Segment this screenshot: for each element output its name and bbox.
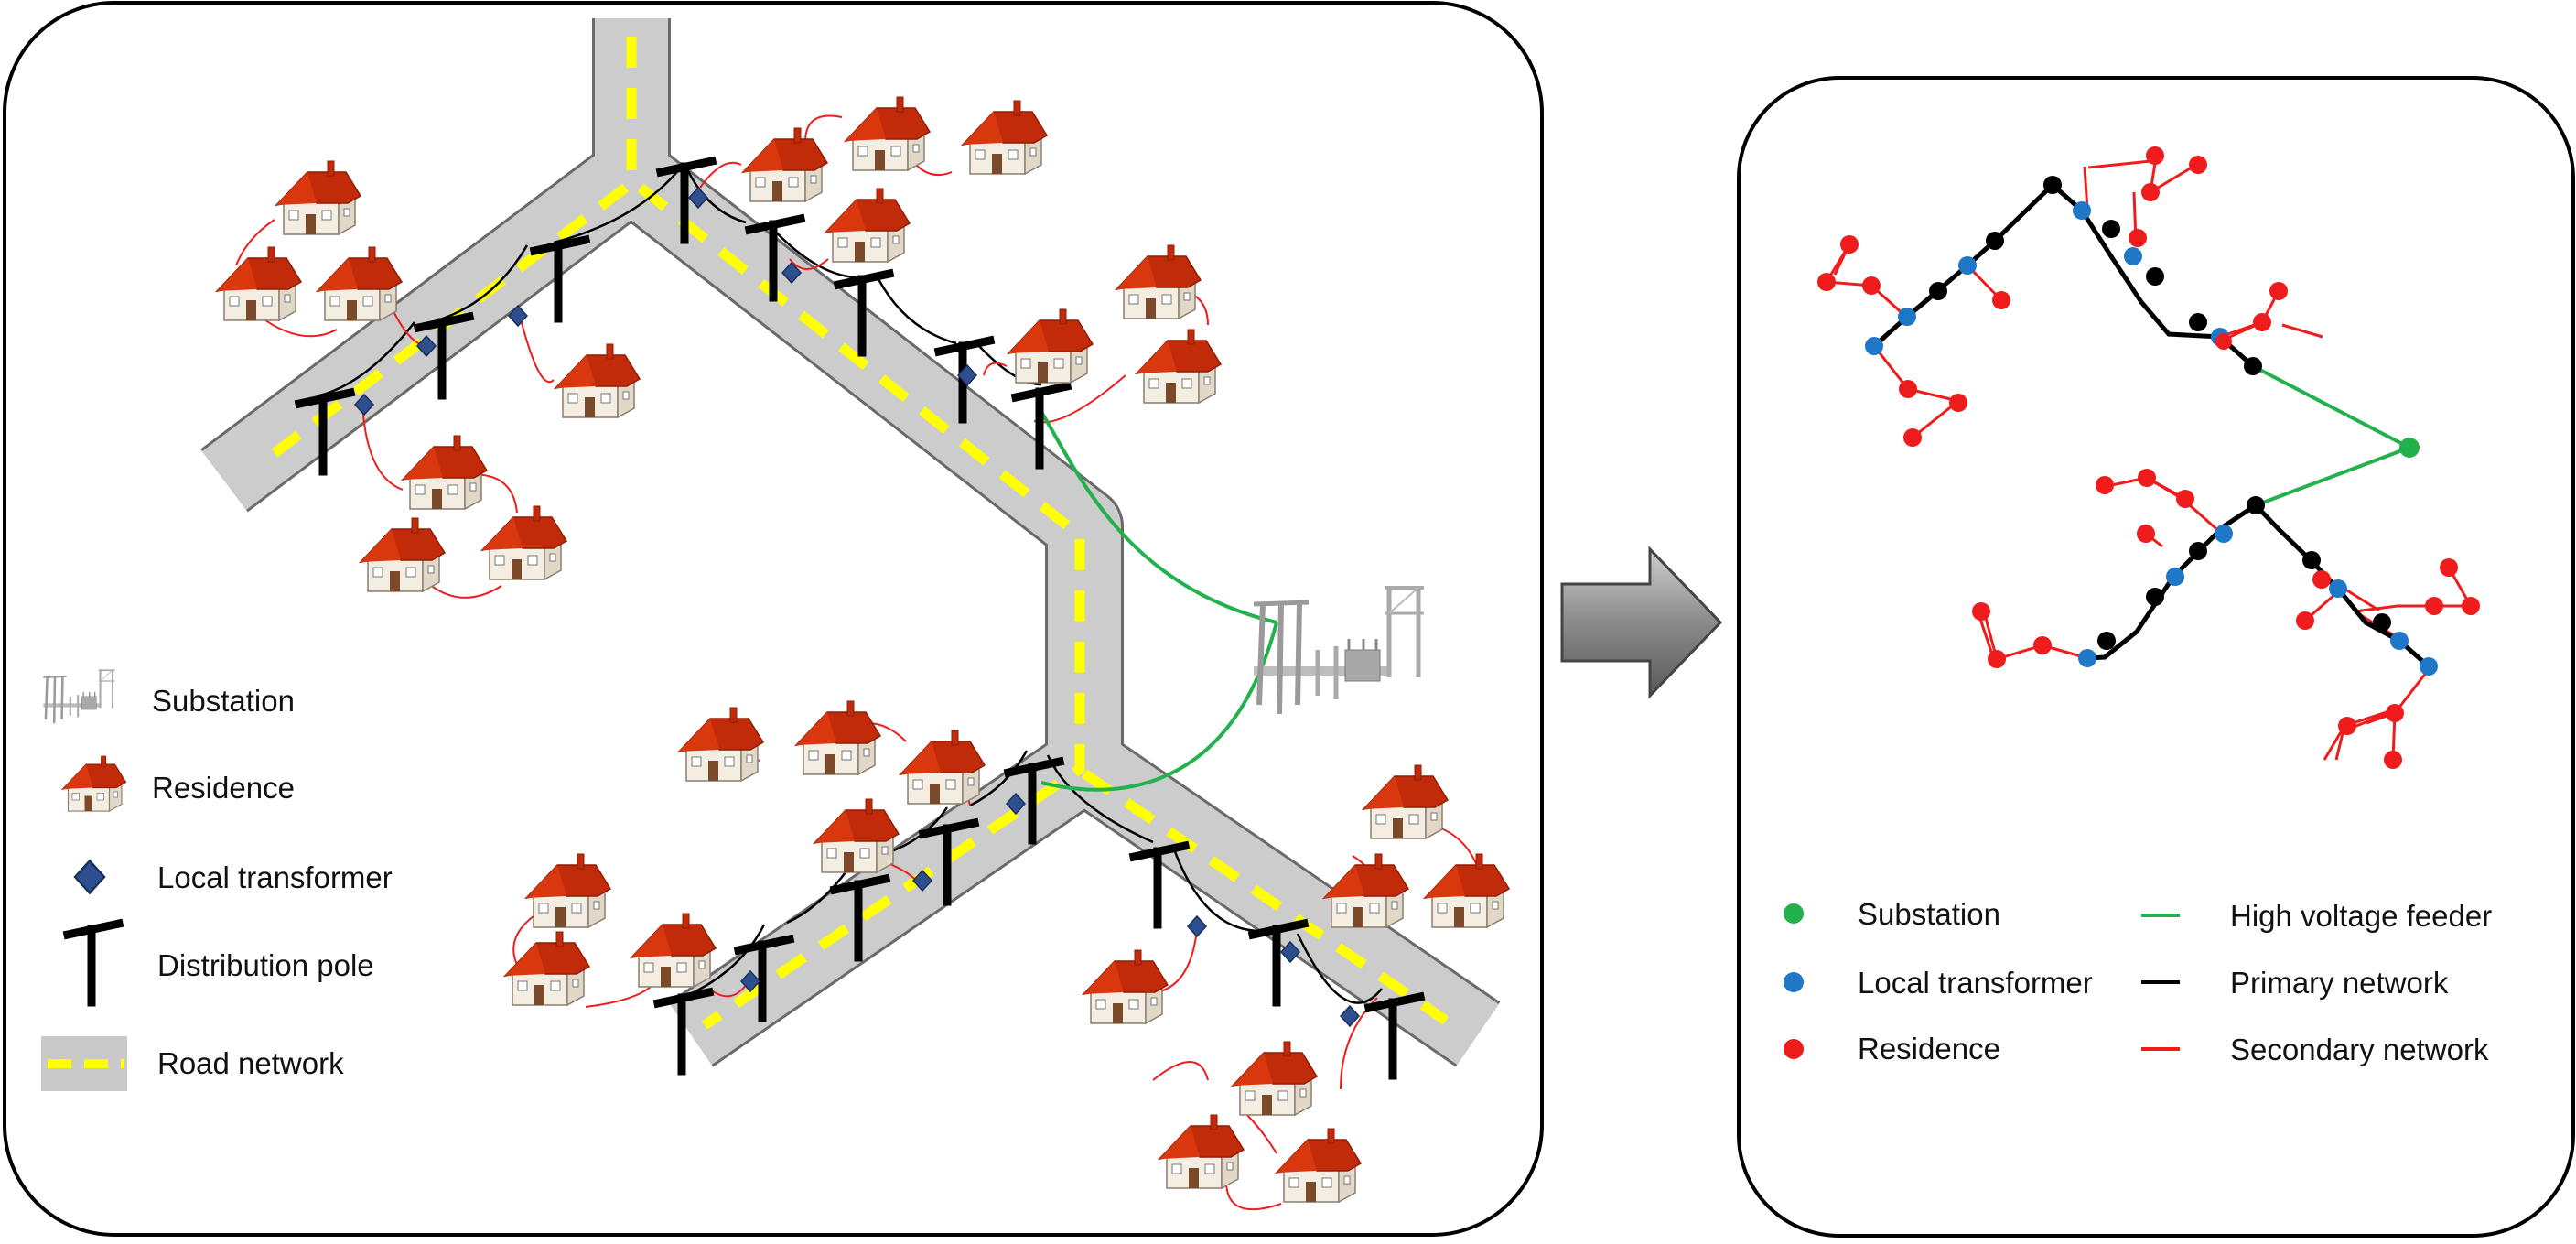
transformer-node <box>2390 632 2409 650</box>
right-panel-frame <box>1737 76 2575 1238</box>
transformer-node <box>2124 247 2142 265</box>
transformer-node <box>2215 525 2233 543</box>
right-legend: Substation Local transformer Residence H… <box>1784 897 2492 1066</box>
residence-node <box>2296 611 2314 630</box>
transformer-node <box>1865 337 1883 355</box>
primary-node <box>2373 613 2391 632</box>
primary-node <box>2097 632 2116 650</box>
rlegend-secondary-label: Secondary network <box>2230 1033 2489 1066</box>
residence-node <box>1840 235 1859 254</box>
left-legend: Substation Residence Local transformer D… <box>41 668 393 1091</box>
rlegend-residence-label: Residence <box>1858 1032 2000 1066</box>
residence-node <box>2338 717 2356 735</box>
residence-node <box>2137 525 2155 543</box>
transformer-node <box>1898 308 1916 326</box>
residence-node <box>2425 597 2443 615</box>
legend-transformer-label: Local transformer <box>157 860 393 894</box>
primary-node <box>2043 176 2062 194</box>
substation-node <box>2399 438 2420 458</box>
residence-node <box>2253 313 2271 331</box>
residence-node <box>1988 650 2006 668</box>
residence-node <box>2215 333 2232 350</box>
residence-node <box>2033 636 2052 654</box>
legend-residence-label: Residence <box>152 771 295 805</box>
residence-node <box>2269 282 2288 300</box>
primary-node <box>2189 542 2207 560</box>
residence-node <box>2312 570 2331 589</box>
residence-node <box>2462 597 2480 615</box>
primary-node <box>1929 282 1947 300</box>
residence-node <box>2386 704 2404 722</box>
primary-node <box>2146 267 2164 286</box>
transformer-legend-icon <box>1784 972 1804 992</box>
residence-node <box>2189 156 2207 174</box>
right-arrow-icon <box>1560 546 1723 699</box>
residence-node <box>1899 380 1917 398</box>
legend-substation-label: Substation <box>152 684 295 718</box>
residence-node <box>2138 469 2156 487</box>
residence-node <box>1862 276 1881 295</box>
residence-node <box>1992 291 2010 309</box>
primary-node <box>2102 220 2120 238</box>
legend-pole-label: Distribution pole <box>157 948 374 982</box>
rlegend-primary-label: Primary network <box>2230 966 2449 1000</box>
rlegend-substation-label: Substation <box>1858 897 2000 931</box>
residence-node <box>2384 751 2402 769</box>
primary-node <box>2146 588 2164 606</box>
transformer-node <box>1958 256 1977 275</box>
transformer-node <box>2420 657 2438 676</box>
residence-legend-icon <box>1784 1039 1804 1059</box>
residence-node <box>2141 183 2160 201</box>
residence-node <box>2176 490 2194 508</box>
residence-node <box>1903 428 1922 447</box>
residence-node <box>1817 273 1836 291</box>
rlegend-hv-label: High voltage feeder <box>2230 899 2492 933</box>
rlegend-transformer-label: Local transformer <box>1858 966 2093 1000</box>
transformer-node <box>2073 201 2091 220</box>
legend-road-label: Road network <box>157 1046 344 1080</box>
transformer-node <box>2078 649 2096 667</box>
hv-feeders-left <box>1040 410 1278 792</box>
primary-node <box>2302 551 2321 569</box>
hv-feeder-right <box>2252 364 2410 507</box>
substation-legend-icon <box>1784 903 1804 924</box>
primary-node <box>1986 232 2004 250</box>
residence-node <box>1949 394 1967 412</box>
transformer-node <box>2329 579 2347 598</box>
primary-node <box>2244 357 2262 375</box>
residence-node <box>1972 602 1990 621</box>
network-nodes <box>1817 146 2480 769</box>
primary-node <box>2189 313 2207 331</box>
primary-node <box>2247 496 2265 514</box>
residence-node <box>2440 558 2458 577</box>
residence-node <box>2146 146 2164 165</box>
residence-node <box>2096 476 2114 494</box>
residence-node <box>2129 229 2147 247</box>
transformer-node <box>2166 568 2184 586</box>
